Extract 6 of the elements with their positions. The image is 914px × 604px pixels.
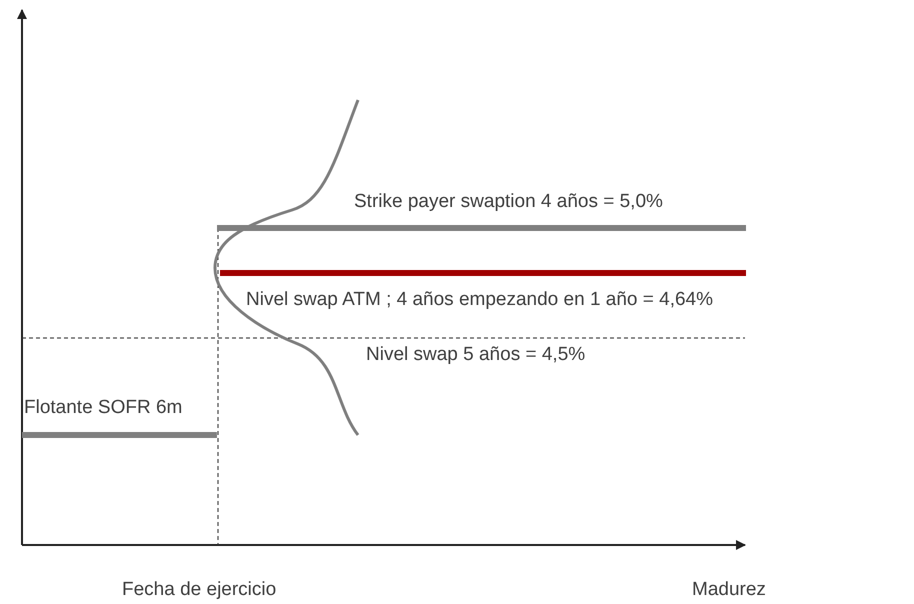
- chart-label: Flotante SOFR 6m: [24, 396, 182, 420]
- chart-label: Nivel swap ATM ; 4 años empezando en 1 año = 4,64%: [246, 288, 714, 312]
- chart-label: Madurez: [692, 578, 766, 602]
- chart-label: Nivel swap 5 años = 4,5%: [366, 343, 586, 367]
- chart-label: Strike payer swaption 4 años = 5,0%: [354, 190, 663, 214]
- chart-label: Fecha de ejercicio: [122, 578, 276, 602]
